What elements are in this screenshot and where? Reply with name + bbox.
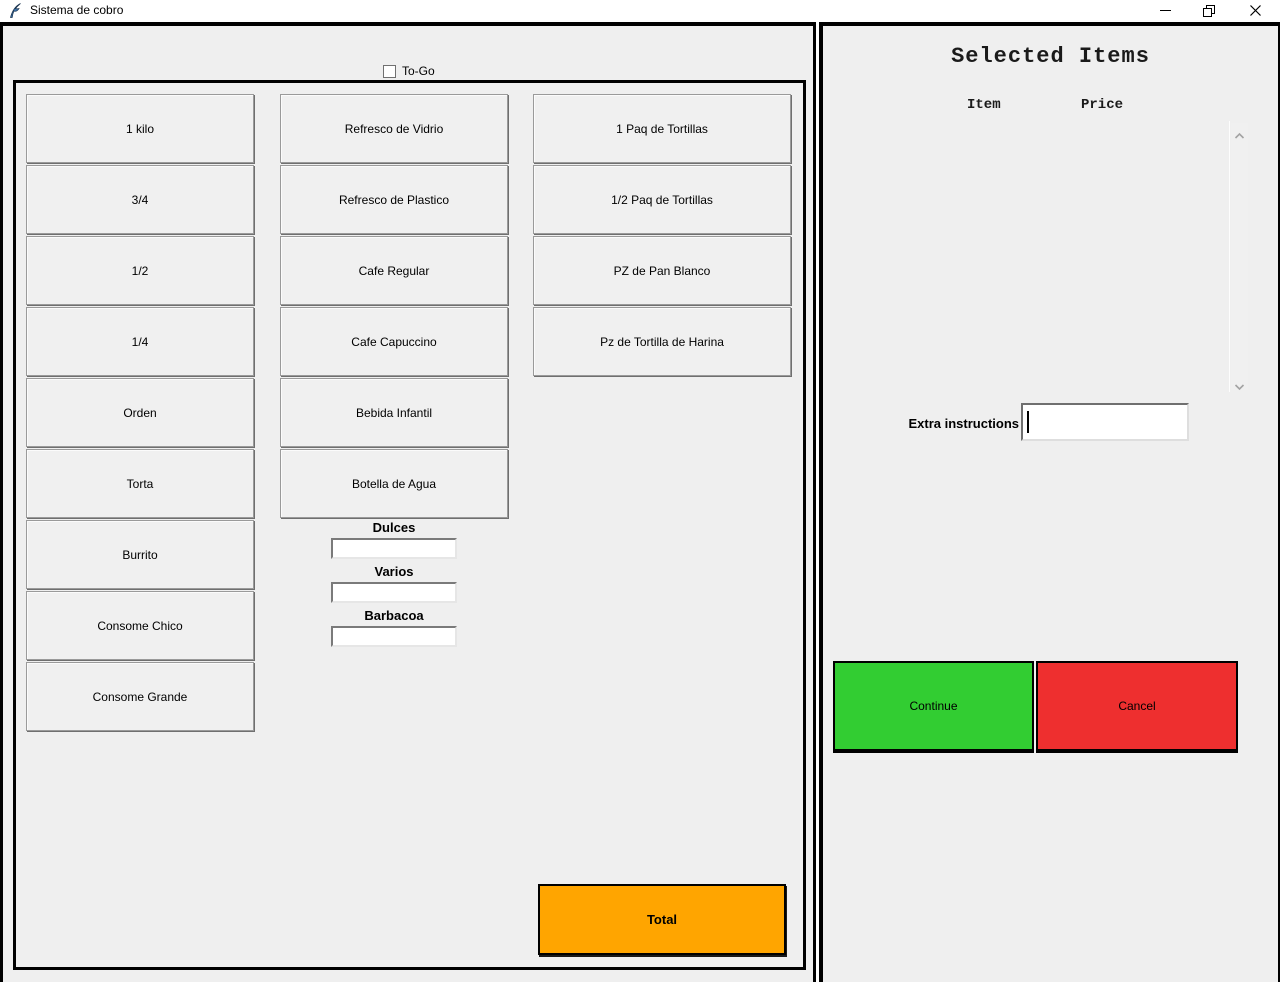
togo-label: To-Go xyxy=(402,64,435,78)
extra-entry-label: Dulces xyxy=(372,520,416,535)
menu-item-button[interactable]: PZ de Pan Blanco xyxy=(533,236,791,305)
menu-item-button[interactable]: 1/2 Paq de Tortillas xyxy=(533,165,791,234)
total-button[interactable]: Total xyxy=(538,884,786,955)
extra-entry-group: Barbacoa xyxy=(331,608,457,647)
extra-amount-input[interactable] xyxy=(331,626,457,647)
selected-items-title: Selected Items xyxy=(951,44,1150,69)
menu-item-button[interactable]: 1/4 xyxy=(26,307,254,376)
extra-entry-group: Dulces xyxy=(331,520,457,559)
scroll-down-icon[interactable] xyxy=(1234,378,1245,391)
minimize-icon xyxy=(1159,10,1171,11)
continue-button[interactable]: Continue xyxy=(833,661,1034,751)
togo-checkbox[interactable]: To-Go xyxy=(383,64,435,78)
menu-item-button[interactable]: Consome Chico xyxy=(26,591,254,660)
menu-item-button[interactable]: Cafe Capuccino xyxy=(280,307,508,376)
menu-item-button[interactable]: Cafe Regular xyxy=(280,236,508,305)
extra-entry-label: Varios xyxy=(374,564,414,579)
menu-item-button[interactable]: Refresco de Plastico xyxy=(280,165,508,234)
menu-item-button[interactable]: Orden xyxy=(26,378,254,447)
text-caret xyxy=(1027,411,1029,433)
menu-item-button[interactable]: 1 Paq de Tortillas xyxy=(533,94,791,163)
restore-button[interactable] xyxy=(1192,0,1226,21)
window-title: Sistema de cobro xyxy=(30,3,124,17)
menu-item-button[interactable]: 3/4 xyxy=(26,165,254,234)
cancel-button[interactable]: Cancel xyxy=(1036,661,1238,751)
menu-item-button[interactable]: Botella de Agua xyxy=(280,449,508,518)
extras-entry-stack: Dulces Varios Barbacoa xyxy=(330,520,458,652)
menu-item-button[interactable]: Consome Grande xyxy=(26,662,254,731)
extra-instructions-label: Extra instructions xyxy=(908,416,1019,431)
menu-item-button[interactable]: Refresco de Vidrio xyxy=(280,94,508,163)
extra-instructions-input[interactable] xyxy=(1023,405,1187,439)
selected-items-list[interactable] xyxy=(836,121,1230,392)
selected-items-panel: Selected Items Item Price Extra instruct… xyxy=(819,22,1280,982)
extra-amount-input[interactable] xyxy=(331,538,457,559)
menu-item-button[interactable]: 1 kilo xyxy=(26,94,254,163)
item-column-header: Item xyxy=(967,97,1001,113)
extra-entry-group: Varios xyxy=(331,564,457,603)
menu-item-button[interactable]: Torta xyxy=(26,449,254,518)
extra-entry-label: Barbacoa xyxy=(364,608,424,623)
price-column-header: Price xyxy=(1081,97,1124,113)
restore-icon xyxy=(1203,4,1215,17)
extra-amount-input[interactable] xyxy=(331,582,457,603)
menu-item-button[interactable]: Bebida Infantil xyxy=(280,378,508,447)
checkbox-box-icon[interactable] xyxy=(383,64,396,78)
menu-item-button[interactable]: Pz de Tortilla de Harina xyxy=(533,307,791,376)
extra-instructions-field xyxy=(1021,403,1189,441)
list-scrollbar[interactable] xyxy=(1231,123,1248,391)
title-bar: Sistema de cobro xyxy=(0,0,1280,22)
app-icon feather-icon xyxy=(8,3,23,19)
close-button[interactable] xyxy=(1238,0,1272,21)
close-icon xyxy=(1249,5,1261,16)
menu-item-button[interactable]: 1/2 xyxy=(26,236,254,305)
scroll-up-icon[interactable] xyxy=(1234,127,1245,139)
menu-item-button[interactable]: Burrito xyxy=(26,520,254,589)
minimize-button[interactable] xyxy=(1148,0,1182,21)
